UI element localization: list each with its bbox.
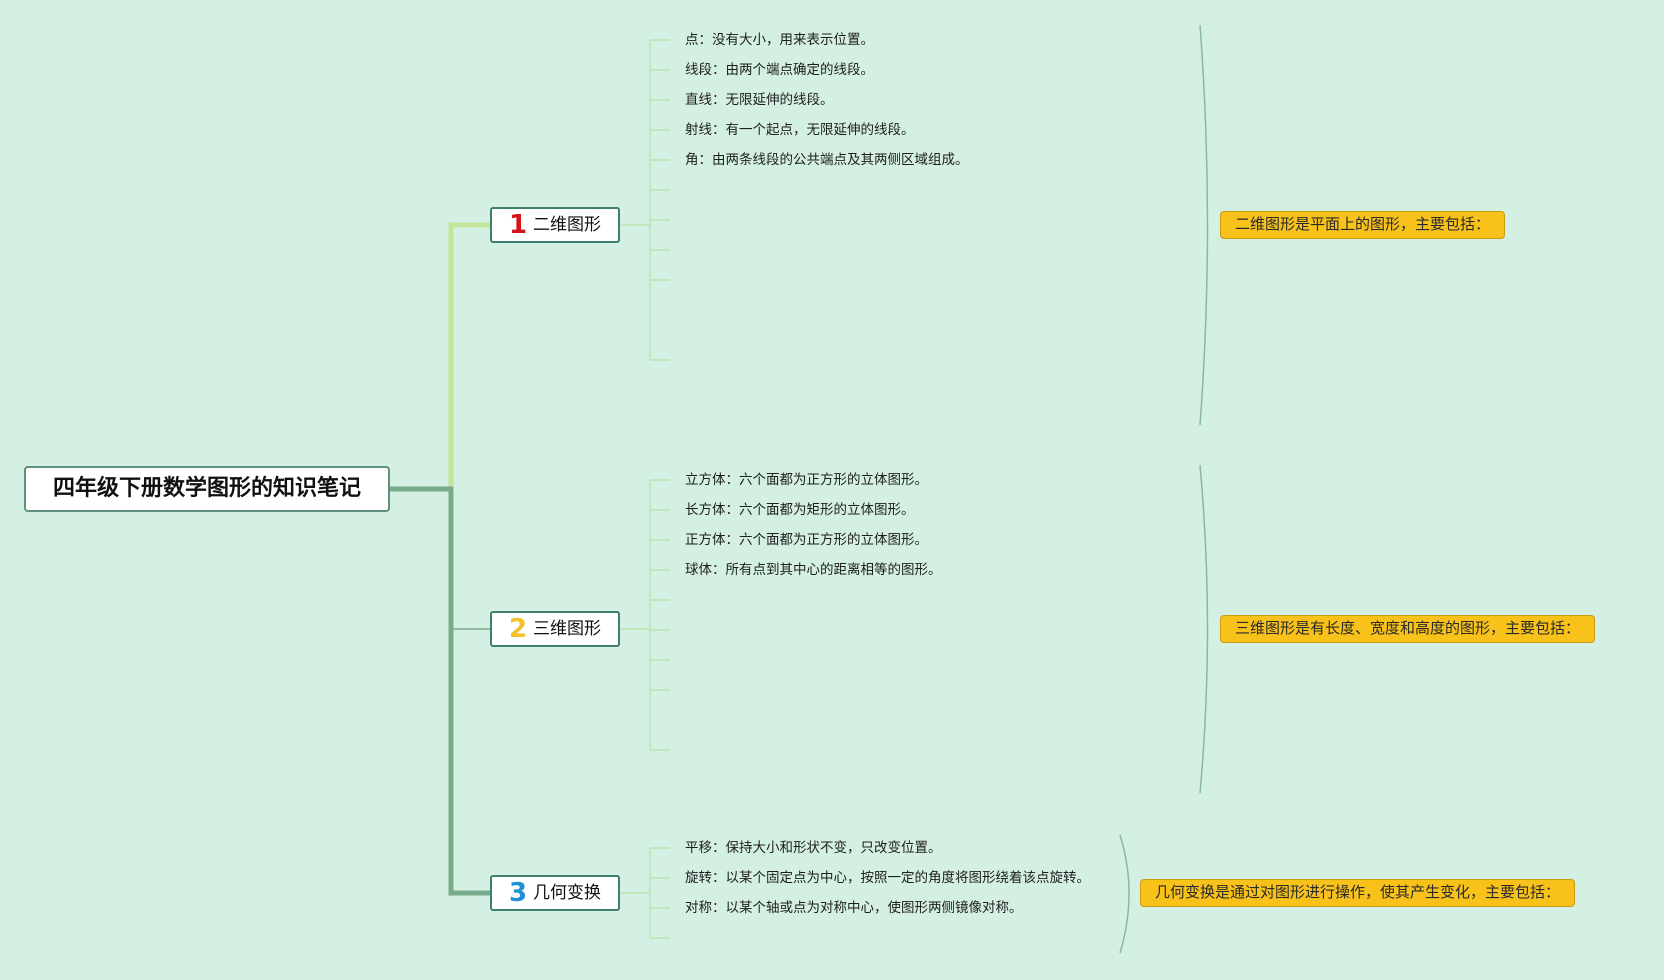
leaf-item[interactable]: 长方体：六个面都为矩形的立体图形。 <box>685 502 915 518</box>
branch-label-1: 二维图形 <box>533 215 602 235</box>
summary-box-3d[interactable]: 三维图形是有长度、宽度和高度的图形，主要包括： <box>1220 615 1596 643</box>
leaf-item[interactable]: 对称：以某个轴或点为对称中心，使图形两侧镜像对称。 <box>685 900 1023 916</box>
leaf-item[interactable]: 直线：无限延伸的线段。 <box>685 92 834 108</box>
branch-number-2: 2 <box>508 614 528 644</box>
branch-number-3: 3 <box>508 878 528 908</box>
trunk-line-branch-1 <box>390 222 490 492</box>
brace-branch-2 <box>1199 464 1209 794</box>
trunk-line-branch-2 <box>390 488 490 630</box>
branch-number-1: 1 <box>508 210 528 240</box>
leaf-item[interactable]: 旋转：以某个固定点为中心，按照一定的角度将图形绕着该点旋转。 <box>685 870 1090 886</box>
brace-branch-3 <box>1119 834 1130 954</box>
leaf-item[interactable]: 点：没有大小，用来表示位置。 <box>685 32 874 48</box>
leaf-item[interactable]: 线段：由两个端点确定的线段。 <box>685 62 874 78</box>
leaf-item[interactable]: 角：由两条线段的公共端点及其两侧区域组成。 <box>685 152 969 168</box>
leaf-connectors-branch-2 <box>620 479 670 751</box>
leaf-connectors-branch-1 <box>620 39 670 361</box>
root-node[interactable]: 四年级下册数学图形的知识笔记 <box>24 466 390 512</box>
summary-box-transform[interactable]: 几何变换是通过对图形进行操作，使其产生变化，主要包括： <box>1140 879 1576 907</box>
branch-label-3: 几何变换 <box>533 883 602 903</box>
brace-branch-1 <box>1199 24 1209 426</box>
summary-text-2d: 二维图形是平面上的图形，主要包括： <box>1235 215 1491 233</box>
leaf-item[interactable]: 球体：所有点到其中心的距离相等的图形。 <box>685 562 942 578</box>
leaf-connectors-branch-3 <box>620 847 670 939</box>
summary-box-2d[interactable]: 二维图形是平面上的图形，主要包括： <box>1220 211 1506 239</box>
branch-label-2: 三维图形 <box>533 619 602 639</box>
leaf-item[interactable]: 正方体：六个面都为正方形的立体图形。 <box>685 532 928 548</box>
summary-text-transform: 几何变换是通过对图形进行操作，使其产生变化，主要包括： <box>1155 883 1561 901</box>
trunk-line-branch-3 <box>390 486 490 896</box>
leaf-item[interactable]: 平移：保持大小和形状不变，只改变位置。 <box>685 840 942 856</box>
leaf-item[interactable]: 立方体：六个面都为正方形的立体图形。 <box>685 472 928 488</box>
summary-text-3d: 三维图形是有长度、宽度和高度的图形，主要包括： <box>1235 619 1581 637</box>
leaf-item[interactable]: 射线：有一个起点，无限延伸的线段。 <box>685 122 915 138</box>
root-title: 四年级下册数学图形的知识笔记 <box>52 476 361 501</box>
